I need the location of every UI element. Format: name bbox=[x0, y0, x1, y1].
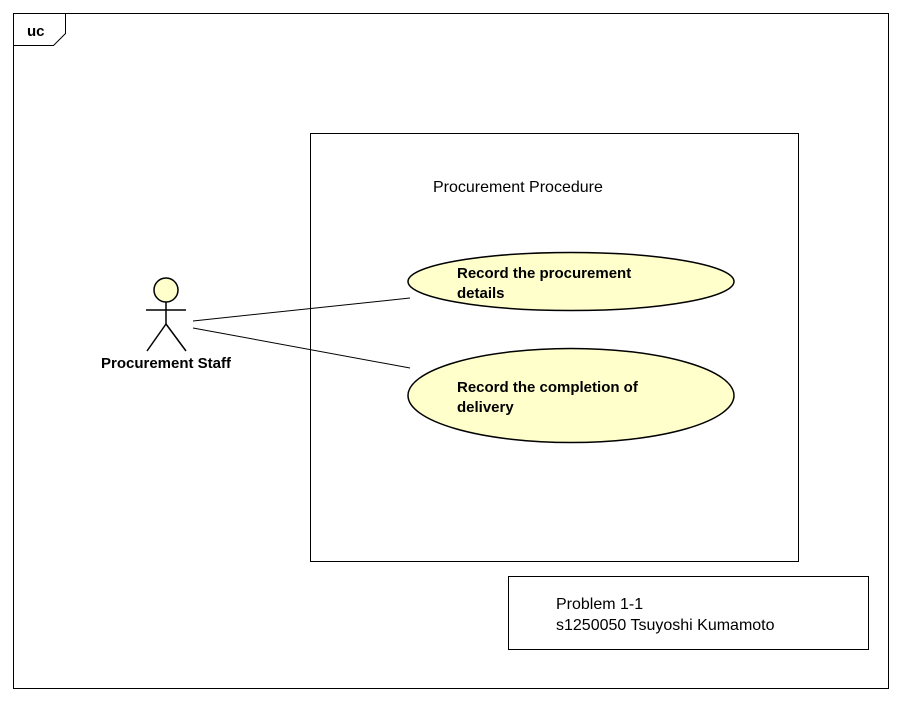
note-box bbox=[508, 576, 869, 650]
frame-tag-box bbox=[13, 13, 66, 46]
use-case-1-label-line2: details bbox=[457, 285, 505, 302]
association-line-1 bbox=[192, 297, 411, 322]
use-case-2-label-line1: Record the completion of bbox=[457, 379, 639, 396]
use-case-2-label-line2: delivery bbox=[457, 399, 514, 416]
use-case-record-delivery-completion[interactable]: Record the completion of delivery bbox=[407, 347, 735, 444]
actor-procurement-staff[interactable] bbox=[146, 277, 187, 352]
actor-head bbox=[153, 277, 179, 303]
use-case-ellipse-1 bbox=[407, 251, 735, 312]
actor-left-leg bbox=[146, 323, 167, 352]
system-boundary bbox=[310, 133, 799, 562]
frame-tag-label: uc bbox=[27, 23, 45, 40]
use-case-ellipse-2 bbox=[407, 347, 735, 444]
actor-label: Procurement Staff bbox=[101, 355, 232, 372]
association-line-2 bbox=[192, 327, 411, 369]
system-boundary-label: Procurement Procedure bbox=[433, 179, 603, 196]
use-case-1-label-line1: Record the procurement bbox=[457, 265, 631, 282]
note-line-1: Problem 1-1 bbox=[556, 596, 643, 613]
actor-right-leg bbox=[165, 323, 187, 352]
note-line-2: s1250050 Tsuyoshi Kumamoto bbox=[556, 617, 775, 634]
use-case-record-procurement-details[interactable]: Record the procurement details bbox=[407, 251, 735, 312]
